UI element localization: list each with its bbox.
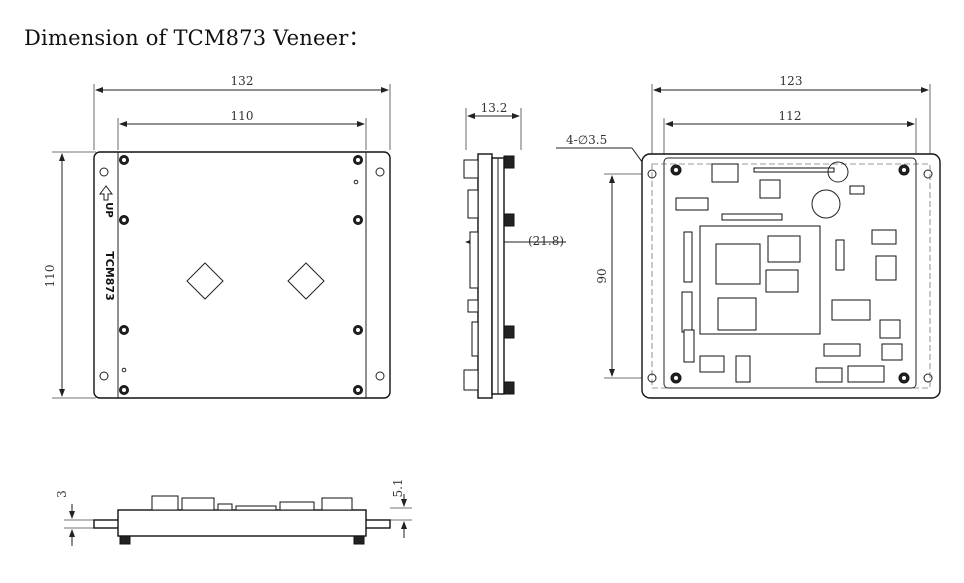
front-plate	[93, 151, 391, 399]
side-view: 13.2 (21.8)	[463, 101, 566, 399]
page-title: Dimension of TCM873 Veneer：	[24, 26, 370, 50]
bottom-body	[117, 509, 367, 537]
dim-side-depth: (21.8)	[528, 234, 564, 248]
dim-bottom-flange: 3	[55, 490, 69, 498]
up-label: UP	[103, 202, 114, 217]
dim-bottom-height: 5.1	[391, 478, 405, 497]
bottom-view: 3 5.1	[55, 478, 412, 546]
mount-hole-icon	[99, 167, 385, 381]
dim-side-thickness: 13.2	[481, 101, 508, 115]
dim-back-outer-width: 123	[780, 74, 803, 88]
pcb-components	[675, 161, 903, 383]
dim-front-outer-width: 132	[231, 74, 254, 88]
side-plate	[477, 153, 493, 399]
up-arrow-icon	[99, 185, 113, 201]
diamond-marker-right	[287, 262, 325, 300]
mount-hole-icon	[647, 169, 933, 383]
screw-icon	[670, 164, 910, 384]
dim-front-height: 110	[43, 265, 57, 288]
diamond-marker-left	[186, 262, 224, 300]
board-label: TCM873	[103, 251, 116, 300]
front-view: 132 110 110	[43, 74, 391, 399]
dim-back-height: 90	[595, 268, 609, 283]
screw-icon	[119, 155, 363, 395]
dim-back-inner-width: 112	[779, 109, 802, 123]
back-view: 123 112 90 4-∅3.5	[556, 74, 941, 399]
dim-front-inner-width: 110	[231, 109, 254, 123]
hole-note: 4-∅3.5	[566, 133, 607, 147]
